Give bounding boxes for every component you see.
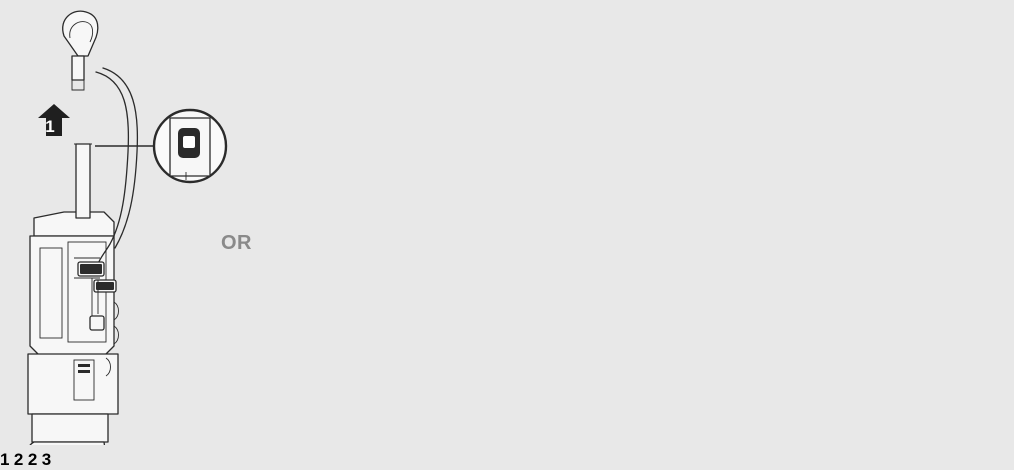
figure-stow-wand: 3	[41, 450, 52, 469]
figure-attach-tools: 2 2	[13, 450, 42, 469]
step-detach-arrow: 1	[0, 450, 14, 469]
step-number: 3	[41, 450, 52, 469]
callout-release-button	[152, 108, 228, 184]
step-attach-arrow-left: 2	[13, 450, 28, 469]
step-lift-arrow: 1	[38, 104, 70, 136]
step-number: 2	[13, 450, 24, 469]
step-number: 1	[45, 117, 54, 136]
figure-detach-handle: 1	[0, 450, 14, 469]
or-label: OR	[221, 232, 252, 254]
step-number: 2	[27, 450, 38, 469]
diagram-canvas: 1	[26, 10, 228, 469]
figure-lift-wand: 1	[26, 10, 228, 469]
step-number: 1	[0, 450, 10, 469]
step-stow-arrow: 3	[41, 450, 52, 469]
step-attach-arrow-right: 2	[27, 450, 42, 469]
instruction-diagram: 1 1	[0, 10, 252, 469]
